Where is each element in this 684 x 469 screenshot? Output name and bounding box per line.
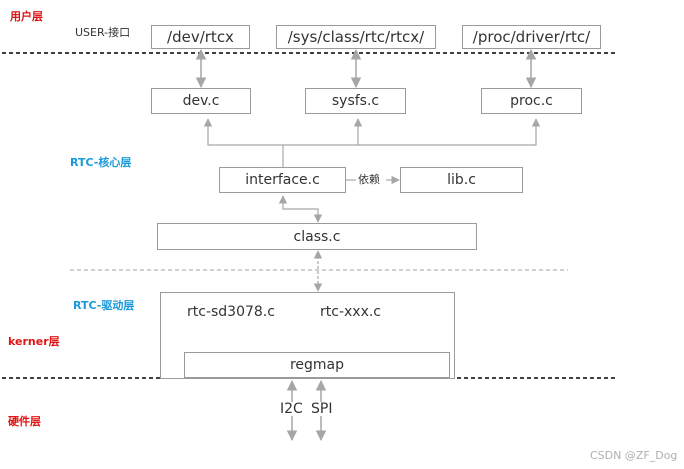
layer-label-rtc-core: RTC-核心层 <box>70 156 132 169</box>
regmap-label: regmap <box>289 357 345 373</box>
layer-label-user-interface: USER-接口 <box>75 26 131 39</box>
watermark: CSDN @ZF_Dog <box>590 449 678 462</box>
file-proc-c-label: proc.c <box>510 93 553 109</box>
node-sys-class-label: /sys/class/rtc/rtcx/ <box>287 28 425 46</box>
driver-rtc-xxx: rtc-xxx.c <box>320 304 381 320</box>
dependency-label: 依赖 <box>358 173 380 186</box>
file-dev-c: dev.c <box>151 88 251 114</box>
file-class-c: class.c <box>157 223 477 250</box>
node-sys-class: /sys/class/rtc/rtcx/ <box>276 25 436 49</box>
regmap-box: regmap <box>184 352 450 378</box>
node-proc-driver-label: /proc/driver/rtc/ <box>472 28 591 46</box>
layer-label-rtc-driver: RTC-驱动层 <box>73 299 135 312</box>
node-dev-rtcx-label: /dev/rtcx <box>167 28 234 46</box>
file-sysfs-c-label: sysfs.c <box>331 93 380 109</box>
file-lib-c: lib.c <box>400 167 523 193</box>
arrow-interface-devc <box>203 118 284 167</box>
file-dev-c-label: dev.c <box>182 93 220 109</box>
node-proc-driver: /proc/driver/rtc/ <box>462 25 601 49</box>
node-dev-rtcx: /dev/rtcx <box>151 25 250 49</box>
layer-label-kernel: kerner层 <box>8 335 60 348</box>
file-class-c-label: class.c <box>293 228 341 245</box>
layer-label-user: 用户层 <box>10 10 43 23</box>
arrow-interface-class <box>278 195 323 223</box>
file-sysfs-c: sysfs.c <box>305 88 406 114</box>
arrow-interface-procc <box>358 118 541 146</box>
bus-spi: SPI <box>310 401 334 417</box>
file-proc-c: proc.c <box>481 88 582 114</box>
file-interface-c-label: interface.c <box>245 172 320 188</box>
file-lib-c-label: lib.c <box>447 172 476 188</box>
driver-rtc-sd3078: rtc-sd3078.c <box>187 304 275 320</box>
layer-label-hardware: 硬件层 <box>8 415 41 428</box>
bus-i2c: I2C <box>279 401 304 417</box>
file-interface-c: interface.c <box>219 167 346 193</box>
